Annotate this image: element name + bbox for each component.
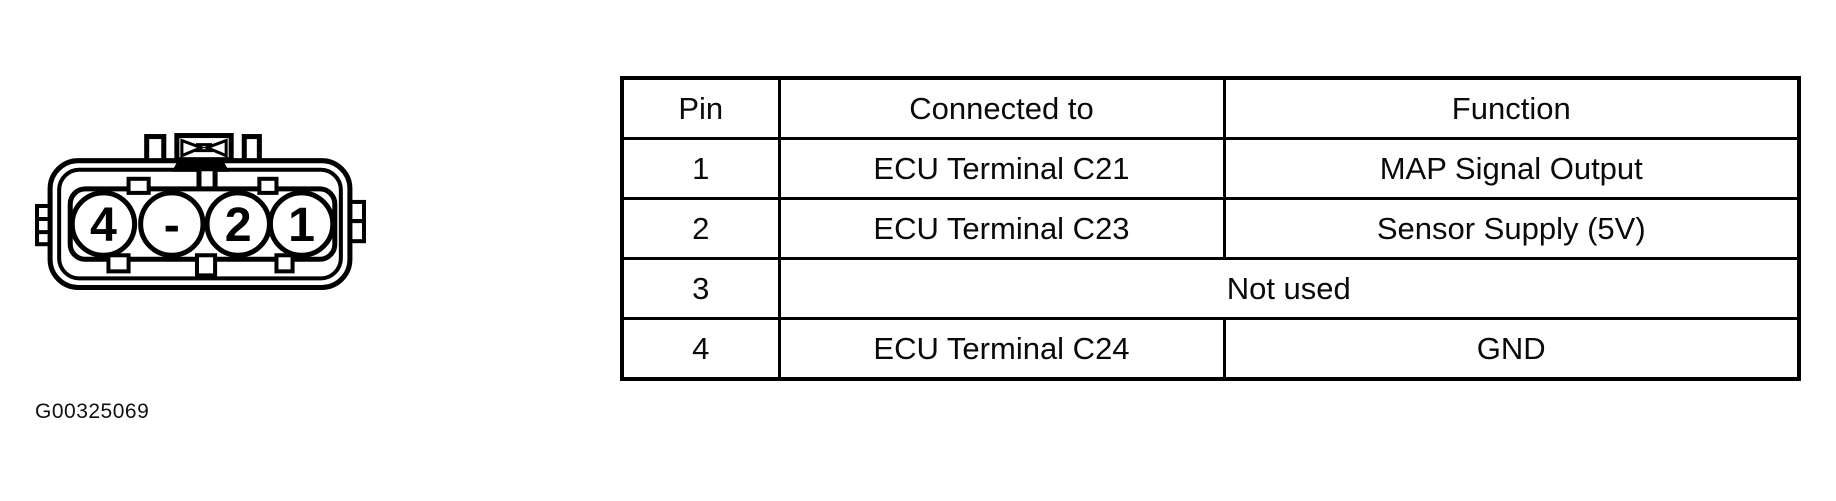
- pinout-table: Pin Connected to Function 1 ECU Terminal…: [620, 76, 1801, 381]
- pin-label-1: 1: [288, 198, 315, 252]
- pin-label-2: 2: [225, 198, 252, 252]
- latch-bowtie-icon: [180, 138, 228, 158]
- table-row-pin-3: 3 Not used: [620, 257, 1801, 320]
- pin-cell: 4: [620, 317, 781, 381]
- pin-circle-4: [69, 190, 138, 258]
- connector-diagram: 4 - 2 1: [34, 130, 366, 292]
- pin-label-blank: -: [164, 198, 180, 252]
- function-cell: MAP Signal Output: [1222, 137, 1801, 200]
- pin-label-4: 4: [90, 198, 117, 252]
- table-row-pin-2: 2 ECU Terminal C23 Sensor Supply (5V): [620, 197, 1801, 260]
- col-header-pin: Pin: [620, 76, 781, 140]
- connected-to-cell: ECU Terminal C21: [777, 137, 1226, 200]
- pin-circle-blank: [138, 190, 206, 258]
- connected-to-cell: ECU Terminal C24: [777, 317, 1226, 381]
- col-header-connected-to: Connected to: [777, 76, 1226, 140]
- pin-cell: 2: [620, 197, 781, 260]
- figure-id: G00325069: [35, 400, 150, 423]
- connector-drawing-svg: 4 - 2 1: [35, 133, 366, 290]
- function-cell: Sensor Supply (5V): [1222, 197, 1801, 260]
- keying-notches-icon: [106, 176, 295, 278]
- pin-cell: 3: [620, 257, 781, 320]
- table-row-pin-1: 1 ECU Terminal C21 MAP Signal Output: [620, 137, 1801, 200]
- pin-circle-1: [267, 190, 336, 258]
- table-row-pin-4: 4 ECU Terminal C24 GND: [620, 317, 1801, 381]
- table-header-row: Pin Connected to Function: [620, 76, 1801, 140]
- col-header-function: Function: [1222, 76, 1801, 140]
- pin-cell: 1: [620, 137, 781, 200]
- not-used-merged-cell: Not used: [777, 257, 1801, 320]
- connected-to-cell: ECU Terminal C23: [777, 197, 1226, 260]
- function-cell: GND: [1222, 317, 1801, 381]
